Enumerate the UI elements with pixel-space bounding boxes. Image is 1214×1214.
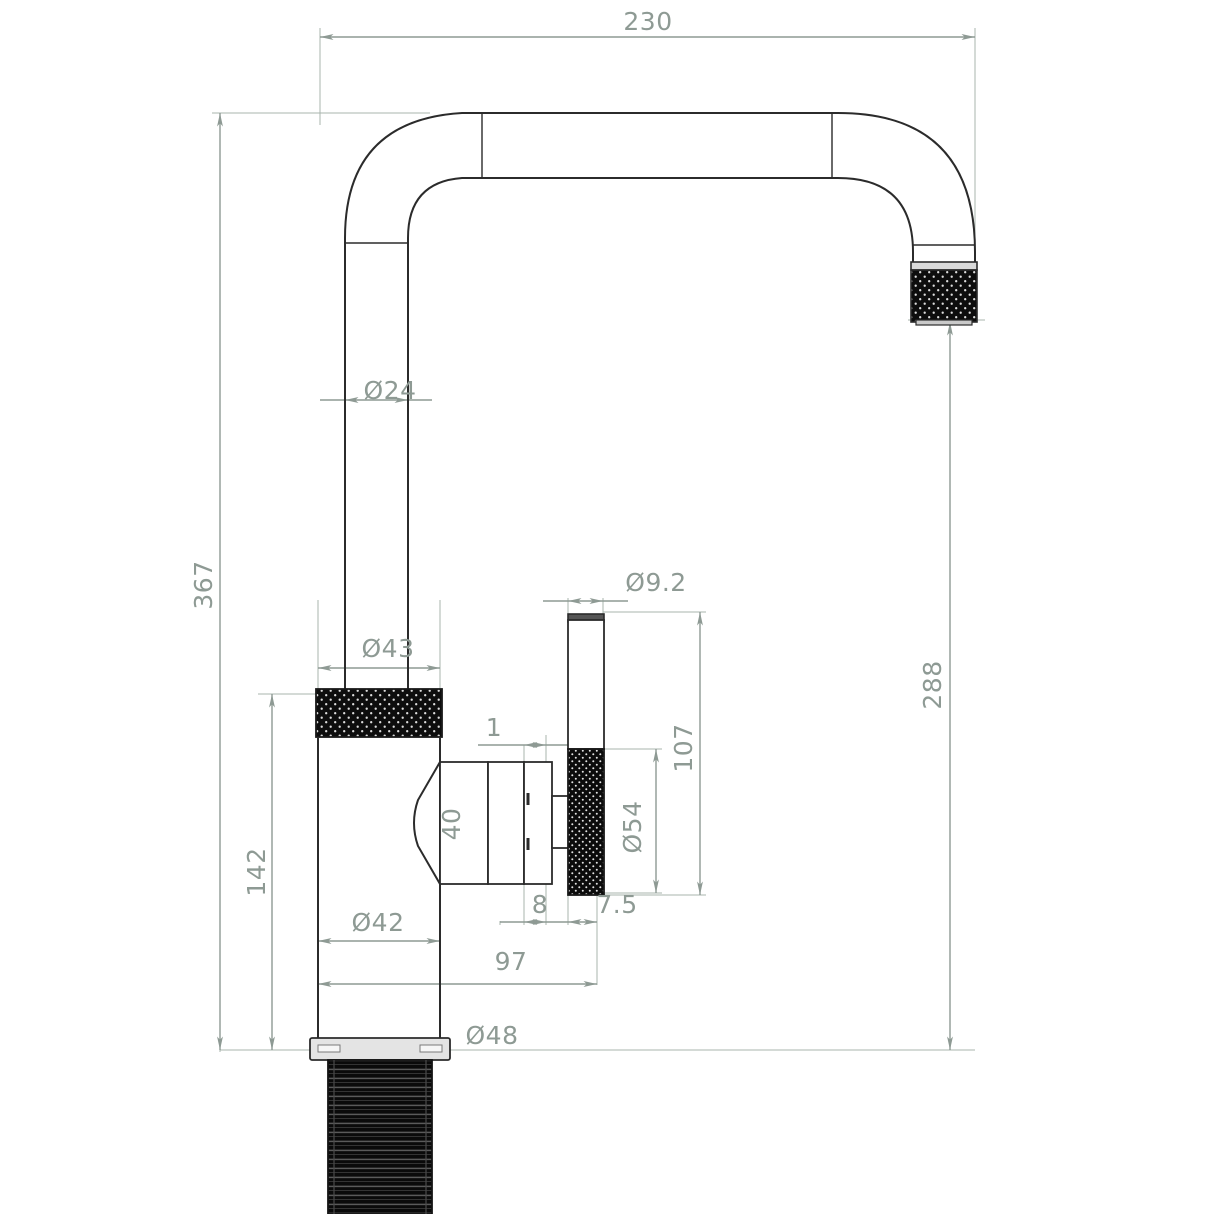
cartridge-segment-3 — [523, 761, 553, 885]
dimension-label-body-dia: Ø42 — [352, 908, 405, 937]
threaded-shank — [327, 1059, 433, 1214]
dimension-label-spout-tube-dia: Ø24 — [364, 376, 417, 405]
handle-grip — [567, 748, 605, 896]
flange-detail-right — [419, 1044, 443, 1053]
dimension-label-handle-grip-dia: Ø54 — [618, 801, 647, 854]
cartridge-segment-2 — [487, 761, 525, 885]
spout-inner-profile — [407, 177, 914, 262]
knurled-collar — [315, 688, 443, 738]
dimension-label-overall-width: 230 — [623, 7, 672, 36]
handle-rod — [567, 619, 605, 750]
aerator-bottom-ring — [915, 319, 973, 326]
dimension-label-offset-seven-five: 7.5 — [596, 890, 637, 919]
dimension-label-handle-length: 107 — [669, 723, 698, 772]
dimension-label-lever-height: 40 — [437, 808, 466, 841]
flange-detail-left — [317, 1044, 341, 1053]
dimension-label-collar-dia: Ø43 — [362, 634, 415, 663]
dimension-label-body-height: 142 — [242, 847, 271, 896]
dimension-label-spout-height: 288 — [918, 660, 947, 709]
lever-nose-profile — [413, 761, 441, 885]
dimension-label-overall-height: 367 — [189, 560, 218, 609]
spout-aerator — [910, 269, 978, 323]
dimension-label-handle-rod-dia: Ø9.2 — [625, 568, 686, 597]
dimension-label-base-flange-dia: Ø48 — [466, 1021, 519, 1050]
aerator-top-ring — [910, 261, 978, 271]
dimension-label-gap-one: 1 — [486, 713, 502, 742]
spout-outer-profile — [344, 112, 976, 262]
cartridge-segment-1 — [439, 761, 489, 885]
faucet-geometry — [309, 112, 978, 1214]
dimension-label-offset-eight: 8 — [532, 890, 548, 919]
dimension-label-lever-offset: 97 — [495, 947, 528, 976]
